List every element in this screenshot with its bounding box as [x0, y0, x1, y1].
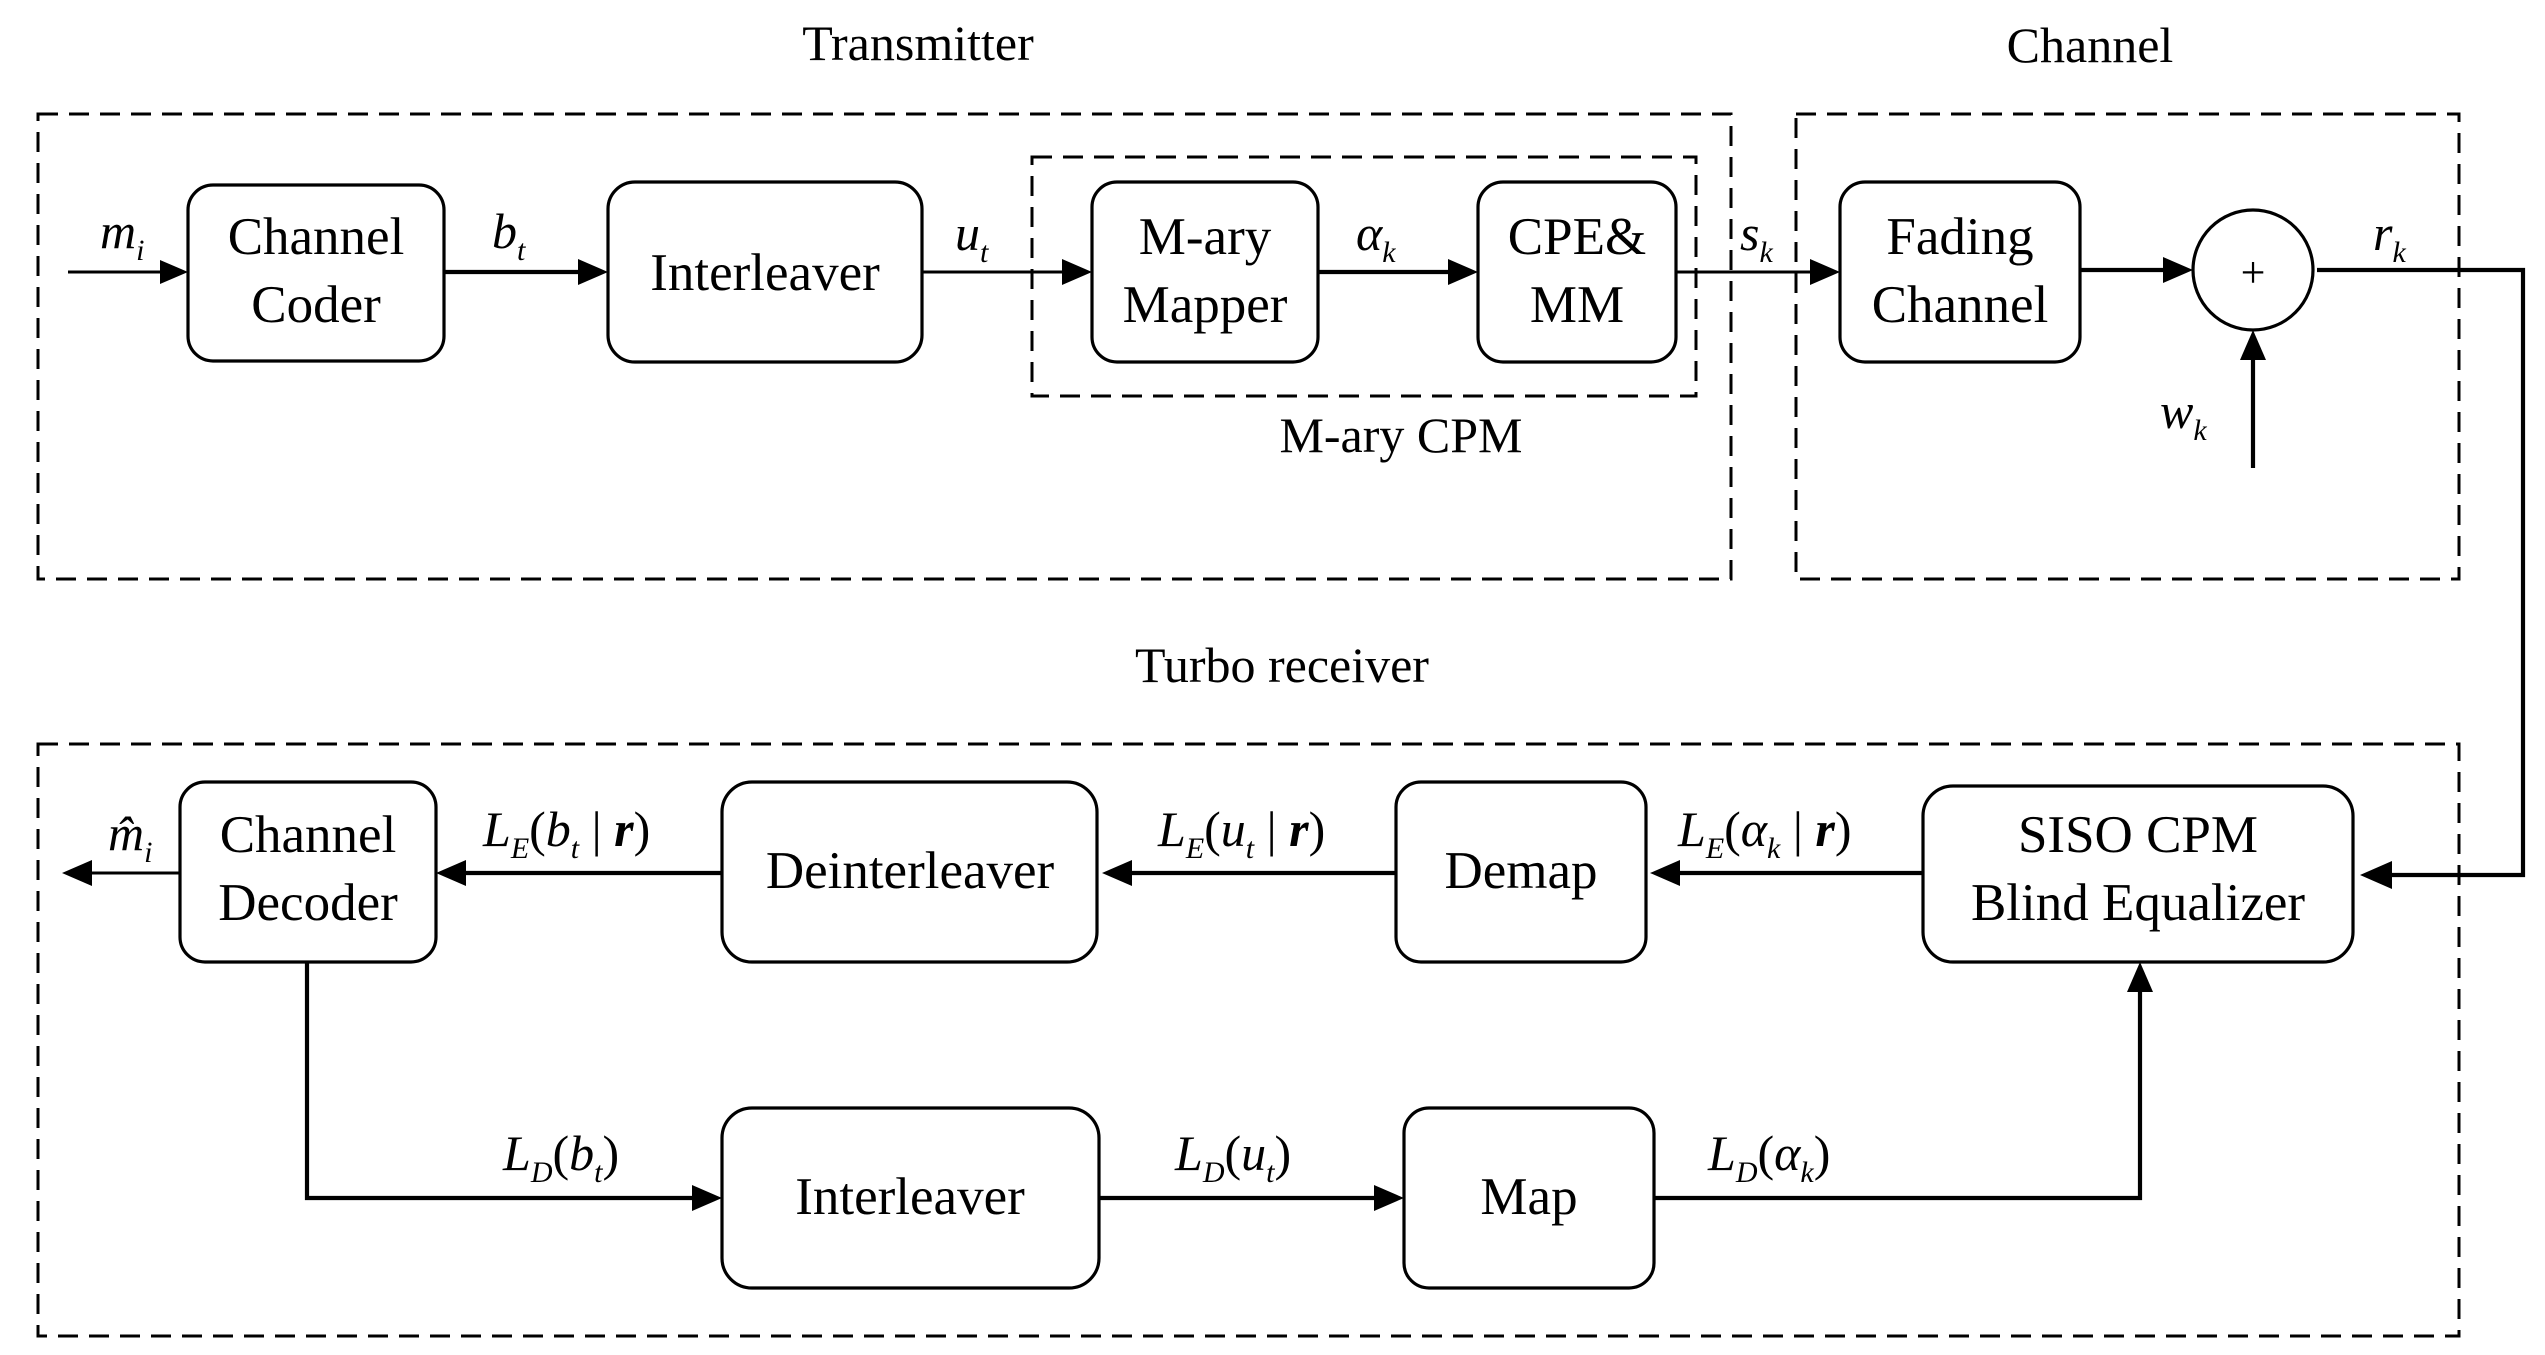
- cpm-group-title: M-ary CPM: [1279, 407, 1522, 463]
- wire-rk-to-equalizer-path: [2317, 267, 2526, 878]
- channel-title: Channel: [2007, 17, 2174, 73]
- signal-r-k: rk: [2373, 205, 2406, 269]
- siso-equalizer-label-1: SISO CPM: [2018, 806, 2258, 864]
- signal-s-k: sk: [1740, 205, 1773, 269]
- channel-decoder-label-2: Decoder: [218, 874, 398, 932]
- fading-channel-block: Fading Channel: [1838, 180, 2082, 364]
- arrowhead-ut: [1062, 259, 1092, 285]
- signal-w-k: wk: [2160, 383, 2207, 447]
- cpe-mm-block: CPE& MM: [1476, 180, 1678, 364]
- arrowhead-bt: [578, 259, 608, 285]
- arrowhead-ld-b: [692, 1185, 722, 1211]
- cpe-mm-label-1: CPE&: [1508, 208, 1646, 266]
- interleaver-tx-label: Interleaver: [650, 244, 880, 302]
- signal-ld-u: LD(ut): [1174, 1125, 1291, 1189]
- wire-decoder-to-interleaver-path: [304, 961, 700, 1201]
- signal-m-i: mi: [100, 203, 144, 267]
- demap-block: Demap: [1394, 780, 1648, 964]
- wire-map-to-equalizer-path: [1654, 990, 2143, 1201]
- arrowhead-le-b: [436, 860, 466, 886]
- signal-u-t: ut: [955, 205, 989, 269]
- channel-coder-label-2: Coder: [251, 276, 381, 334]
- interleaver-rx-block: Interleaver: [720, 1106, 1101, 1290]
- arrowhead-rk-to-equalizer: [2360, 861, 2392, 889]
- arrowhead-le-alpha: [1650, 860, 1680, 886]
- cpm-group-region: [1030, 155, 1698, 398]
- mary-mapper-label-1: M-ary: [1139, 208, 1272, 266]
- interleaver-rx-label: Interleaver: [795, 1168, 1025, 1226]
- arrowhead-ld-alpha: [2127, 962, 2153, 992]
- fading-channel-label-2: Channel: [1872, 276, 2049, 334]
- signal-b-t: bt: [492, 203, 526, 267]
- fading-channel-label-1: Fading: [1886, 208, 2033, 266]
- signal-ld-b: LD(bt): [502, 1125, 619, 1189]
- arrowhead-alpha-k: [1448, 259, 1478, 285]
- signal-ld-alpha: LD(αk): [1707, 1125, 1830, 1189]
- signal-le-alpha: LE(αk | r): [1677, 801, 1852, 865]
- arrowhead-fading-to-adder: [2163, 257, 2193, 283]
- receiver-region: [36, 742, 2461, 1338]
- siso-equalizer-label-2: Blind Equalizer: [1971, 874, 2305, 932]
- adder-plus-icon: +: [2241, 248, 2266, 297]
- arrowhead-wk: [2240, 330, 2266, 360]
- transmitter-region: [36, 112, 1733, 581]
- channel-region: [1794, 112, 2461, 581]
- channel-coder-label-1: Channel: [228, 208, 405, 266]
- mary-mapper-label-2: Mapper: [1123, 276, 1288, 334]
- cpe-mm-label-2: MM: [1530, 276, 1624, 334]
- siso-equalizer-block: SISO CPM Blind Equalizer: [1921, 784, 2355, 964]
- interleaver-tx-block: Interleaver: [606, 180, 924, 364]
- signal-le-u: LE(ut | r): [1157, 801, 1325, 865]
- deinterleaver-block: Deinterleaver: [720, 780, 1099, 964]
- demap-label: Demap: [1444, 842, 1597, 900]
- mary-mapper-block: M-ary Mapper: [1090, 180, 1320, 364]
- arrowhead-le-u: [1102, 860, 1132, 886]
- channel-coder-block: Channel Coder: [186, 183, 446, 363]
- arrowhead-sk: [1810, 259, 1840, 285]
- receiver-title: Turbo receiver: [1135, 637, 1429, 693]
- signal-alpha-k: αk: [1356, 205, 1396, 269]
- channel-decoder-block: Channel Decoder: [178, 780, 438, 964]
- map-label: Map: [1480, 1168, 1577, 1226]
- channel-decoder-label-1: Channel: [220, 806, 397, 864]
- signal-le-b: LE(bt | r): [482, 801, 650, 865]
- adder-junction: +: [2191, 208, 2315, 332]
- deinterleaver-label: Deinterleaver: [766, 842, 1055, 900]
- map-block: Map: [1402, 1106, 1656, 1290]
- arrowhead-mi: [160, 260, 188, 284]
- signal-m-hat-i: m̂i: [108, 805, 152, 869]
- arrowhead-m-hat: [62, 860, 92, 886]
- transmitter-title: Transmitter: [802, 15, 1034, 71]
- arrowhead-ld-u: [1374, 1185, 1404, 1211]
